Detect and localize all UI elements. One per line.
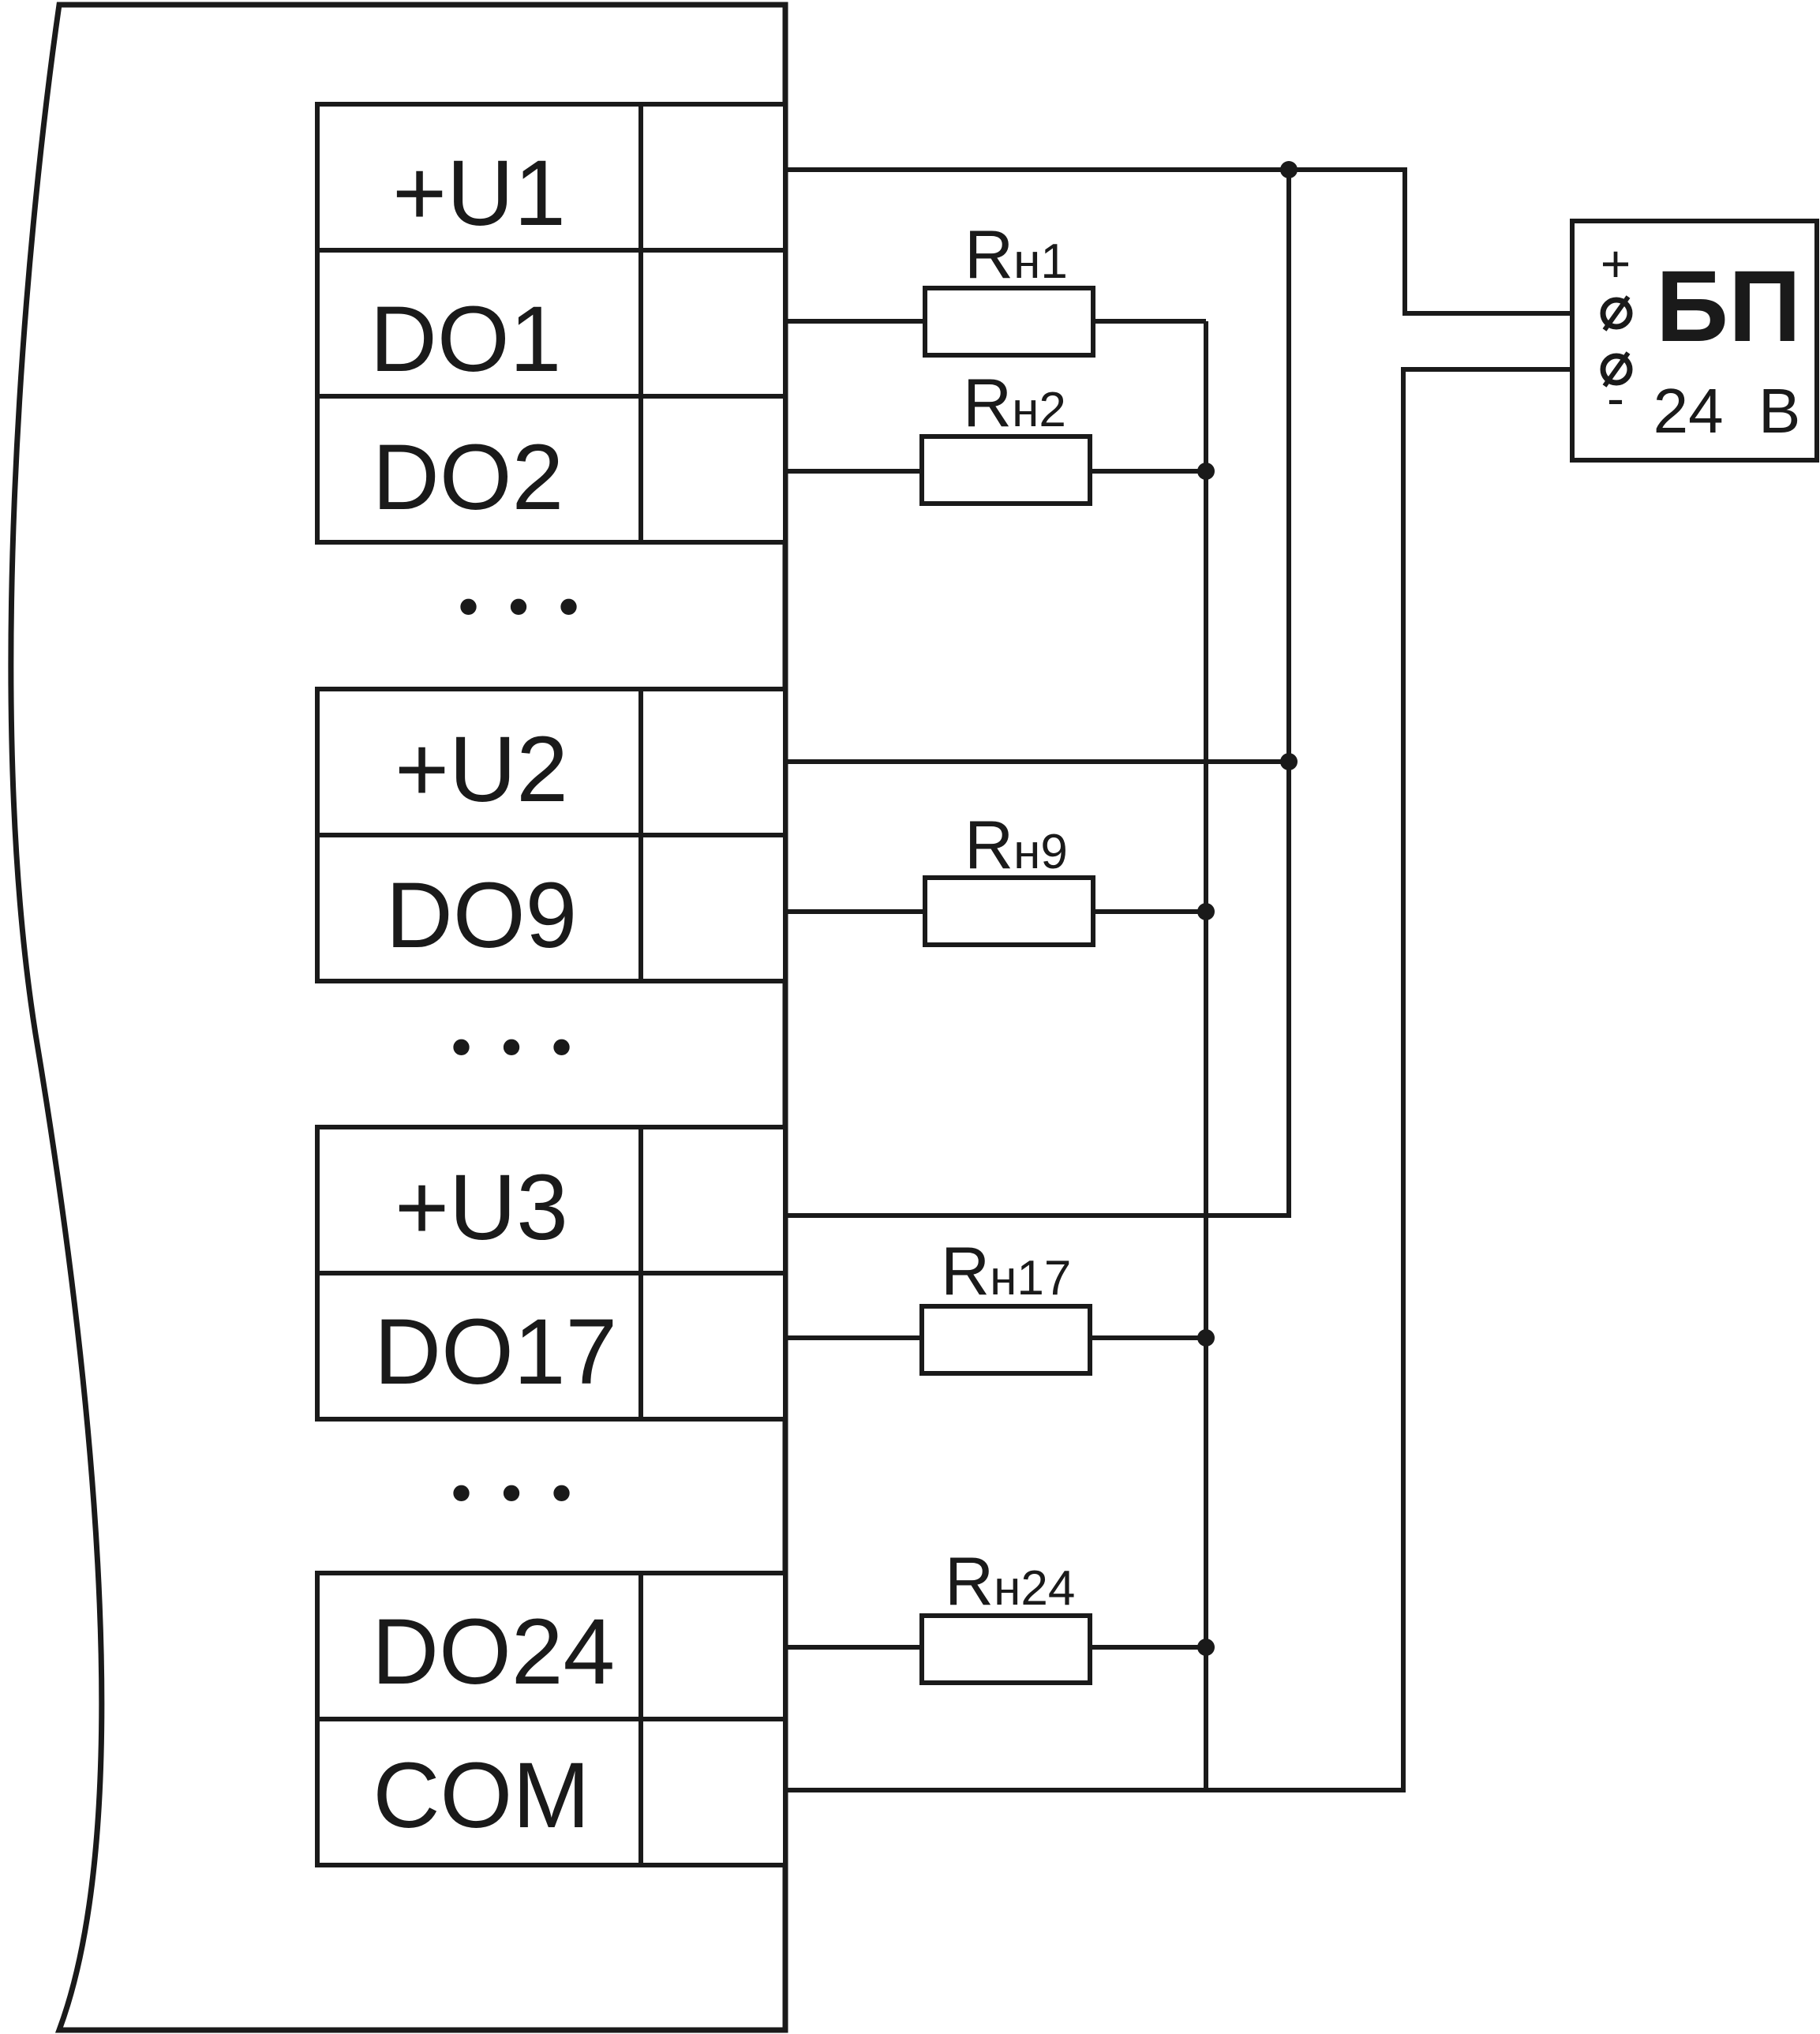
wire-plus-bus: [785, 170, 1291, 1218]
resistor-rn17: [785, 1304, 1206, 1376]
terminal-label-do24: DO24: [372, 1600, 615, 1704]
power-supply: [1570, 219, 1819, 463]
terminal-label-do2: DO2: [373, 425, 564, 530]
power-supply-voltage: 24 В: [1653, 376, 1801, 446]
ellipsis-1: • • •: [452, 576, 585, 641]
terminal-label-u1: +U1: [392, 141, 566, 245]
resistor-label-rn9: Rн9: [964, 807, 1068, 883]
terminal-label-do17: DO17: [374, 1300, 617, 1404]
terminal-label-u3: +U3: [395, 1156, 568, 1260]
ellipsis-2: • • •: [445, 1017, 578, 1081]
terminal-label-do9: DO9: [386, 863, 578, 968]
terminal-block-2: [315, 687, 788, 983]
terminal-label-u2: +U2: [395, 717, 568, 822]
resistor-rn1: [785, 286, 1206, 358]
junction-dot: [1197, 463, 1215, 480]
terminal-block-1: [315, 102, 788, 545]
device-body: [8, 2, 788, 2033]
terminal-label-do1: DO1: [370, 287, 562, 391]
resistor-label-rn1: Rн1: [964, 217, 1068, 293]
junction-dot: [1197, 1329, 1215, 1347]
power-supply-name: БП: [1656, 250, 1801, 363]
resistor-rn9: [785, 875, 1206, 947]
power-supply-plus-sign: +: [1601, 234, 1631, 293]
resistor-label-rn2: Rн2: [963, 365, 1066, 441]
resistor-label-rn17: Rн17: [941, 1234, 1071, 1309]
resistor-rn24: [785, 1613, 1206, 1685]
junction-dot: [1280, 161, 1298, 178]
wire-com: [785, 367, 1610, 1792]
ellipsis-3: • • •: [445, 1463, 578, 1527]
junction-dot: [1197, 1639, 1215, 1656]
terminal-block-4: [315, 1571, 788, 1867]
terminal-block-3: [315, 1125, 788, 1422]
resistor-rn2: [785, 434, 1206, 506]
junction-dot: [1197, 903, 1215, 920]
junction-dot: [1280, 753, 1298, 770]
power-supply-minus-sign: -: [1607, 369, 1624, 427]
wire-plus-u1: [785, 167, 1610, 316]
resistor-label-rn24: Rн24: [945, 1544, 1075, 1620]
terminal-label-com: COM: [373, 1744, 590, 1848]
